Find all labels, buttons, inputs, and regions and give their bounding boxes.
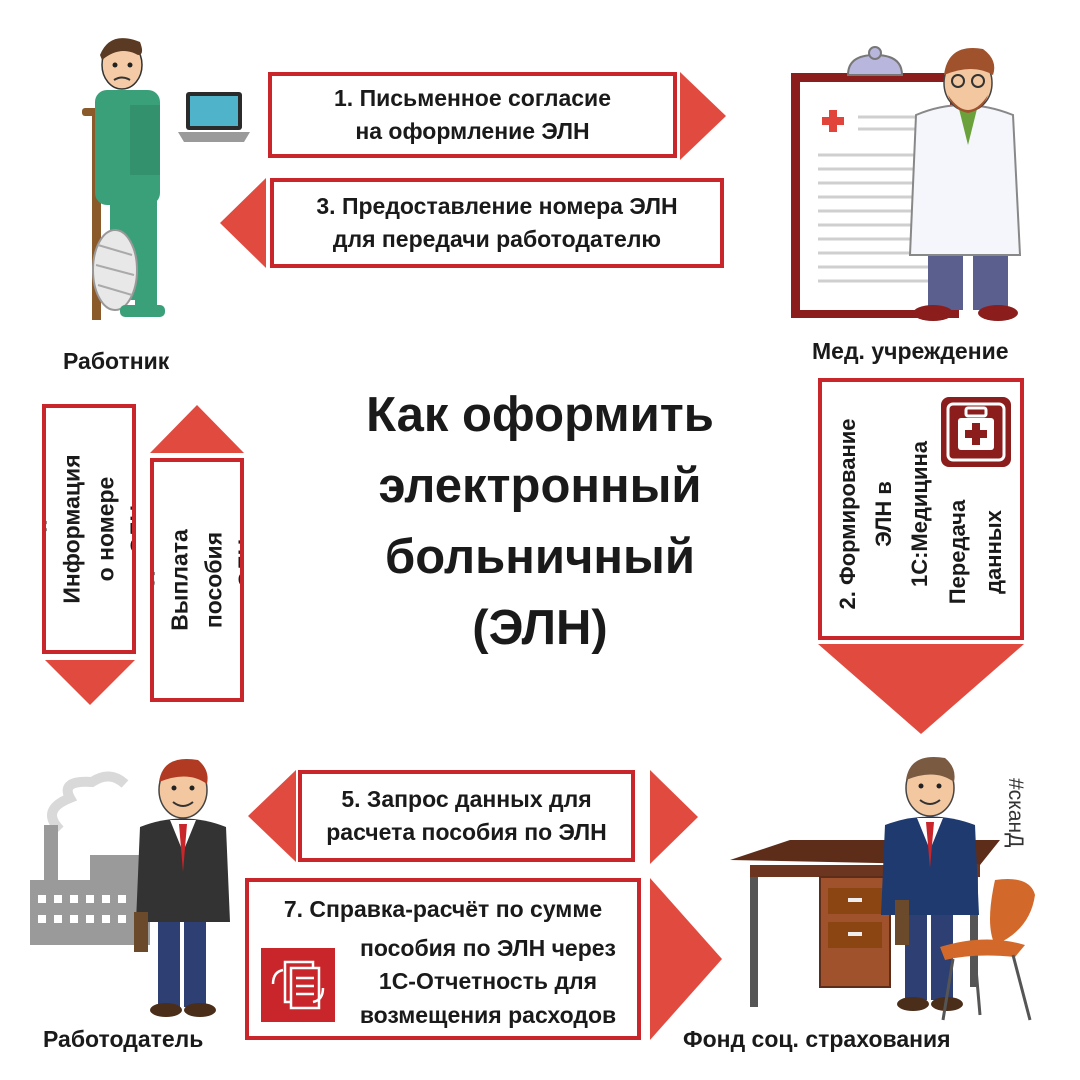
step-2-line1: 2. Формирование (835, 418, 860, 609)
step-2-text-col1: 2. Формирование (832, 418, 864, 609)
step-2-text-col5: данных (978, 510, 1010, 594)
laptop-icon (178, 90, 250, 144)
arrow-left-step-5 (248, 770, 296, 862)
actor-fund-label: Фонд соц. страхования (683, 1026, 951, 1053)
step-7-line1: 7. Справка-расчёт по сумме (249, 896, 637, 923)
step-2-text-col4: Передача (942, 500, 974, 604)
step-5-box: 5. Запрос данных для расчета пособия по … (298, 770, 635, 862)
step-4-box: 4. Информация о номере ЭЛН (42, 404, 136, 654)
arrow-left-step-3 (220, 178, 266, 268)
step-4-text: 4. Информация о номере ЭЛН (42, 454, 136, 603)
step-6-text: 6. Выплата пособия по ЭЛН (150, 529, 244, 631)
hashtag-label: #сканД (1003, 778, 1027, 847)
page-title: Как оформить электронный больничный (ЭЛН… (330, 380, 750, 664)
step-7-box: 7. Справка-расчёт по сумме пособия по ЭЛ… (245, 878, 641, 1040)
step-2-line3: 1С:Медицина (907, 441, 932, 587)
step-6-box: 6. Выплата пособия по ЭЛН (150, 458, 244, 702)
arrow-down-step-2 (818, 644, 1024, 734)
actor-employer-label: Работодатель (43, 1026, 203, 1053)
step-2-line2: ЭЛН в (871, 481, 896, 547)
worker-illustration (70, 30, 180, 325)
step-2-text-group-2: Передача данных (940, 477, 1020, 627)
arrow-right-step-7 (650, 878, 722, 1040)
report-document-icon (261, 948, 335, 1022)
medical-kit-icon (940, 396, 1012, 468)
step-7-rest: пособия по ЭЛН через 1С-Отчетность для в… (339, 932, 637, 1032)
employer-businessman-illustration (128, 752, 238, 1020)
step-2-box: 2. Формирование ЭЛН в 1С:Медицина Переда… (818, 378, 1024, 640)
doctor-clipboard-illustration (788, 45, 1028, 330)
arrow-right-step-5 (650, 770, 698, 864)
actor-medical-label: Мед. учреждение (812, 338, 1009, 365)
step-1-box: 1. Письменное согласие на оформление ЭЛН (268, 72, 677, 158)
step-2-line4: Передача (945, 500, 970, 604)
arrow-down-step-4 (45, 660, 135, 705)
chair-illustration (935, 875, 1050, 1025)
arrow-right-step-1 (680, 72, 726, 160)
step-2-text-col3: 1С:Медицина (904, 441, 936, 587)
step-2-line5: данных (981, 510, 1006, 594)
arrow-up-step-6 (150, 405, 244, 453)
step-3-box: 3. Предоставление номера ЭЛН для передач… (270, 178, 724, 268)
step-2-text-group: 2. Формирование ЭЛН в 1С:Медицина (828, 396, 938, 632)
step-2-text-col2: ЭЛН в (868, 481, 900, 547)
actor-worker-label: Работник (63, 348, 169, 375)
